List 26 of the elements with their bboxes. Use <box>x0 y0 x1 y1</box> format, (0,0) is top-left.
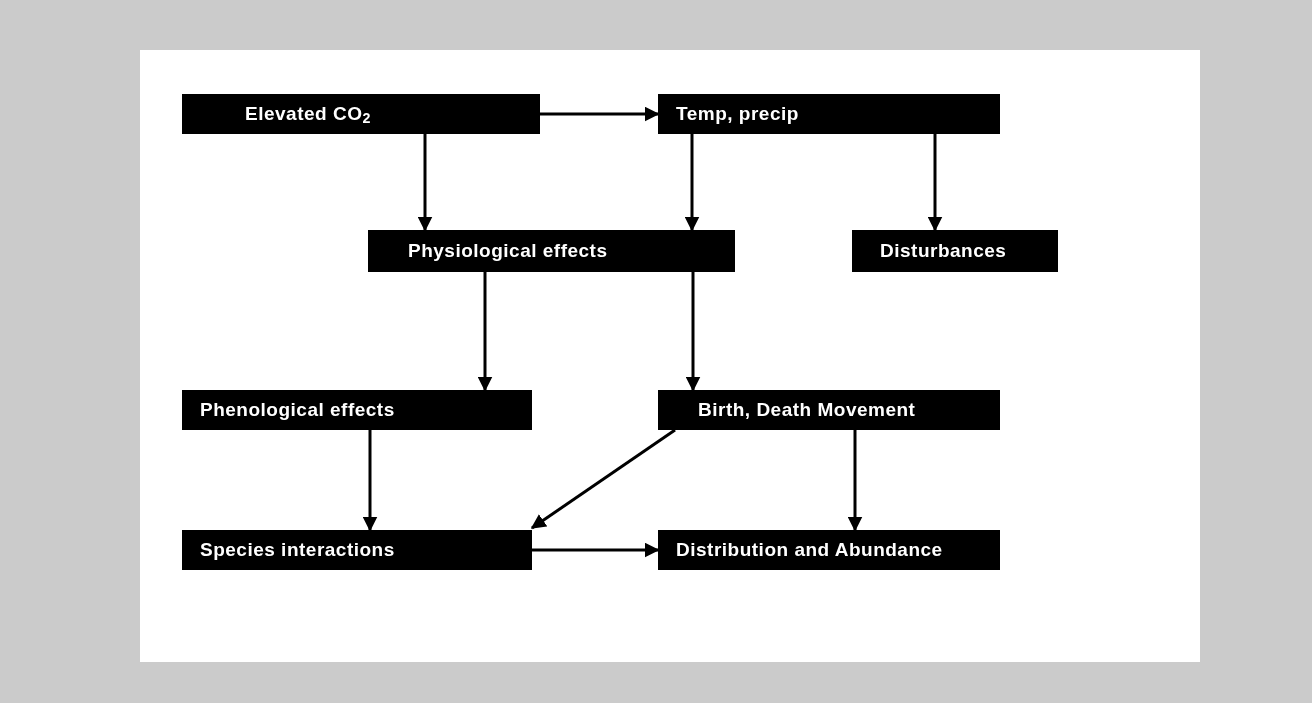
arrow <box>417 134 433 232</box>
arrow <box>530 428 676 530</box>
arrow <box>685 272 701 392</box>
process-box <box>182 530 532 570</box>
arrow <box>532 542 660 558</box>
box-label: Elevated CO$_{2}$ <box>245 101 371 129</box>
arrow <box>362 430 378 532</box>
process-box <box>658 530 1000 570</box>
process-box <box>658 390 1000 430</box>
box-label: Species interactions <box>200 537 395 562</box>
process-box <box>182 390 532 430</box>
box-label: Distribution and Abundance <box>676 537 943 562</box>
box-label: Disturbances <box>880 238 1007 263</box>
process-box <box>368 230 735 272</box>
box-label: Phenological effects <box>200 397 395 422</box>
box-label: Temp, precip <box>676 101 799 126</box>
process-box <box>852 230 1058 272</box>
box-label: Physiological effects <box>408 238 608 263</box>
process-box <box>658 94 1000 134</box>
arrow <box>540 106 660 122</box>
box-label: Birth, Death Movement <box>698 397 916 422</box>
arrow <box>477 272 493 392</box>
process-box <box>182 94 540 134</box>
arrow <box>847 430 863 532</box>
arrow <box>684 134 700 232</box>
arrow <box>927 134 943 232</box>
